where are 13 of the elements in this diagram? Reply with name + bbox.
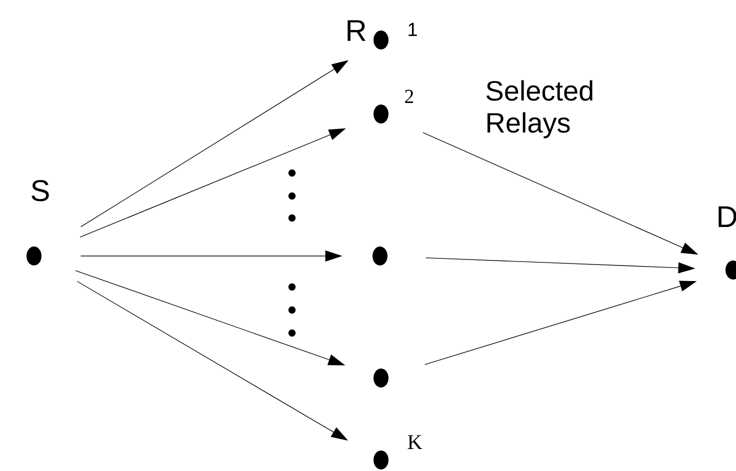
node-label: 1 bbox=[408, 22, 417, 36]
node-dot bbox=[26, 246, 42, 266]
node-dot bbox=[374, 450, 388, 470]
node-label: D bbox=[718, 206, 736, 227]
node-label: K bbox=[408, 435, 422, 449]
node-dot bbox=[374, 104, 388, 124]
node-dot bbox=[374, 30, 388, 50]
label: R bbox=[348, 20, 366, 41]
node-dot bbox=[372, 246, 388, 266]
label: Selected Relays bbox=[486, 80, 592, 138]
node-dot bbox=[374, 368, 388, 388]
node-label: S bbox=[32, 180, 49, 202]
node-label: 2 bbox=[405, 90, 414, 103]
